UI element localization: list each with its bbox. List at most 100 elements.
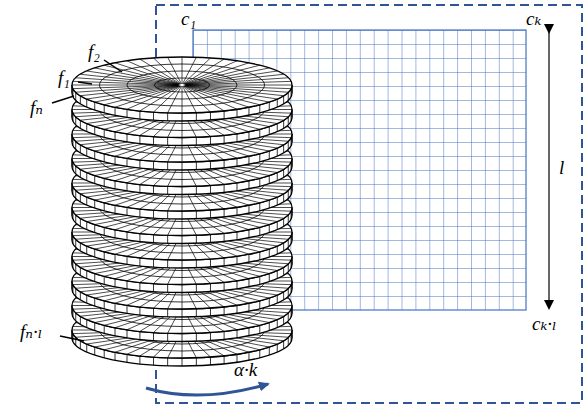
rim-segment <box>182 187 183 195</box>
disk-sector <box>80 74 178 84</box>
disk-sector <box>183 57 197 84</box>
rim-segment <box>259 325 260 333</box>
rim-segment <box>127 232 128 240</box>
rim-segment <box>259 178 260 186</box>
disk-stack <box>72 57 292 366</box>
rim-segment <box>196 358 197 366</box>
rim-segment <box>153 137 154 145</box>
disk-face <box>72 302 292 358</box>
rim-segment <box>248 181 249 189</box>
rim-segment <box>248 352 249 360</box>
rim-segment <box>94 323 95 331</box>
disk <box>72 57 292 121</box>
rim-segment <box>277 148 278 156</box>
rim-segment <box>269 274 270 282</box>
rim-segment <box>139 307 140 315</box>
rim-segment <box>259 276 260 284</box>
rim-segment <box>196 137 197 145</box>
rim-segment <box>127 354 128 362</box>
rim-segment <box>139 111 140 119</box>
rim-segment <box>210 161 211 169</box>
rim-segment <box>237 207 238 215</box>
rim-segment <box>196 211 197 219</box>
rim-segment <box>139 233 140 241</box>
rim-segment <box>167 284 168 292</box>
rotation-label: α·k <box>234 360 257 379</box>
disk-sector <box>140 59 181 84</box>
disk-face <box>72 155 292 211</box>
rim-segment <box>115 279 116 287</box>
rim-segment <box>127 330 128 338</box>
disk-sector <box>182 233 183 260</box>
rim-segment <box>86 222 87 230</box>
rim-segment <box>237 158 238 166</box>
rim-segment <box>80 194 81 202</box>
rim-segment <box>259 301 260 309</box>
rim-segment <box>196 113 197 121</box>
rim-segment <box>196 162 197 170</box>
rim-segment <box>210 186 211 194</box>
rim-segment <box>248 303 249 311</box>
rim-segment <box>210 210 211 218</box>
rim-segment <box>182 162 183 170</box>
disk-sector <box>183 86 197 113</box>
rim-segment <box>182 285 183 293</box>
rim-segment <box>182 334 183 342</box>
face-label: fₙ <box>30 98 43 117</box>
rim-segment <box>283 194 284 202</box>
rim-segment <box>115 328 116 336</box>
rim-segment <box>182 309 183 317</box>
rim-segment <box>210 308 211 316</box>
rim-segment <box>94 102 95 110</box>
disk-sector <box>185 86 260 105</box>
rim-segment <box>277 99 278 107</box>
face-label: f₁ <box>58 68 70 87</box>
rim-segment <box>224 331 225 339</box>
rim-segment <box>80 218 81 226</box>
leader-lines <box>52 60 122 341</box>
rim-segment <box>139 135 140 143</box>
rim-segment <box>182 236 183 244</box>
disk-sector <box>182 135 183 162</box>
rim-segment <box>248 156 249 164</box>
rim-segment <box>224 356 225 364</box>
rim-segment <box>283 292 284 300</box>
rim-segment <box>224 282 225 290</box>
rim-segment <box>283 316 284 324</box>
rim-segment <box>115 107 116 115</box>
disk-face <box>72 131 292 187</box>
rim-segment <box>237 281 238 289</box>
rim-segment <box>248 107 249 115</box>
rim-segment <box>153 235 154 243</box>
rim-segment <box>248 328 249 336</box>
rim-segment <box>283 243 284 251</box>
rim-segment <box>237 305 238 313</box>
rim-segment <box>115 230 116 238</box>
rim-segment <box>94 298 95 306</box>
rim-segment <box>224 233 225 241</box>
rim-segment <box>94 249 95 257</box>
rim-segment <box>127 281 128 289</box>
rim-segment <box>139 331 140 339</box>
rim-segment <box>86 124 87 132</box>
rim-segment <box>127 158 128 166</box>
disk-face <box>72 278 292 334</box>
rim-segment <box>277 246 278 254</box>
rim-segment <box>248 205 249 213</box>
rim-segment <box>115 156 116 164</box>
disk-sector <box>186 81 291 85</box>
rim-segment <box>153 357 154 365</box>
rim-segment <box>224 307 225 315</box>
rim-segment <box>167 260 168 268</box>
rim-segment <box>153 308 154 316</box>
disk-sector <box>184 59 225 84</box>
rim-segment <box>182 113 183 121</box>
rim-segment <box>248 279 249 287</box>
rim-segment <box>269 127 270 135</box>
rim-segment <box>224 209 225 217</box>
rim-segment <box>277 320 278 328</box>
rim-segment <box>139 209 140 217</box>
rim-segment <box>167 137 168 145</box>
rim-segment <box>224 160 225 168</box>
